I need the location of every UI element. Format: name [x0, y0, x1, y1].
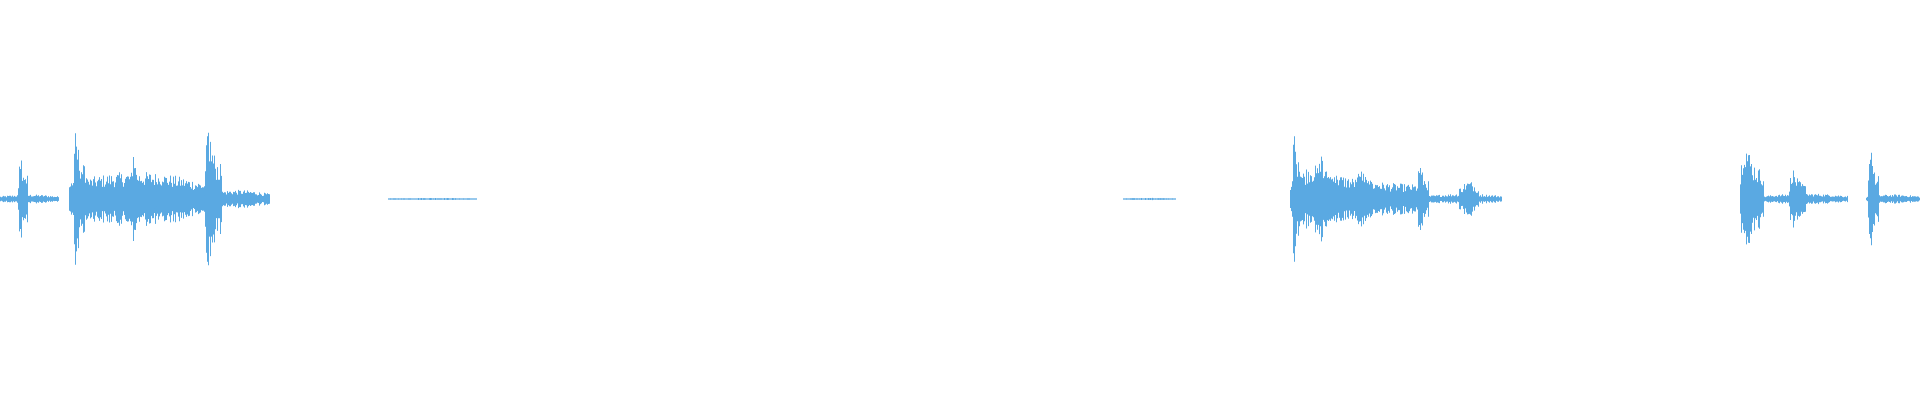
waveform-segment [205, 132, 222, 266]
waveform-segment [0, 194, 59, 204]
waveform-peaks [154, 179, 178, 219]
waveform-peaks [131, 157, 143, 241]
waveform-segment [1123, 197, 1176, 201]
waveform-segment [131, 157, 143, 241]
waveform-peaks [0, 194, 59, 204]
waveform-peaks [1417, 168, 1429, 230]
waveform-segment [73, 133, 89, 265]
waveform-segment [1459, 182, 1479, 216]
waveform-peaks [1123, 197, 1176, 201]
waveform-segment [1740, 153, 1764, 245]
waveform-segment [1789, 170, 1806, 228]
waveform-segment [1317, 156, 1341, 242]
waveform-segment [18, 160, 28, 238]
waveform-segment [1292, 136, 1303, 262]
waveform-segment [1417, 168, 1429, 230]
waveform-peaks [1868, 152, 1879, 246]
waveform-segment [1354, 171, 1380, 227]
waveform-peaks [1292, 136, 1303, 262]
waveform-peaks [388, 198, 477, 200]
waveform-peaks [1789, 170, 1806, 228]
waveform-segment [388, 198, 477, 200]
waveform-peaks [18, 160, 28, 238]
waveform-peaks [73, 133, 89, 265]
waveform-peaks [205, 132, 222, 266]
waveform-peaks [1317, 156, 1341, 242]
waveform-peaks [1354, 171, 1380, 227]
waveform-segment [1868, 152, 1879, 246]
waveform-peaks [1740, 153, 1764, 245]
waveform-segment [154, 179, 178, 219]
waveform-peaks [1459, 182, 1479, 216]
